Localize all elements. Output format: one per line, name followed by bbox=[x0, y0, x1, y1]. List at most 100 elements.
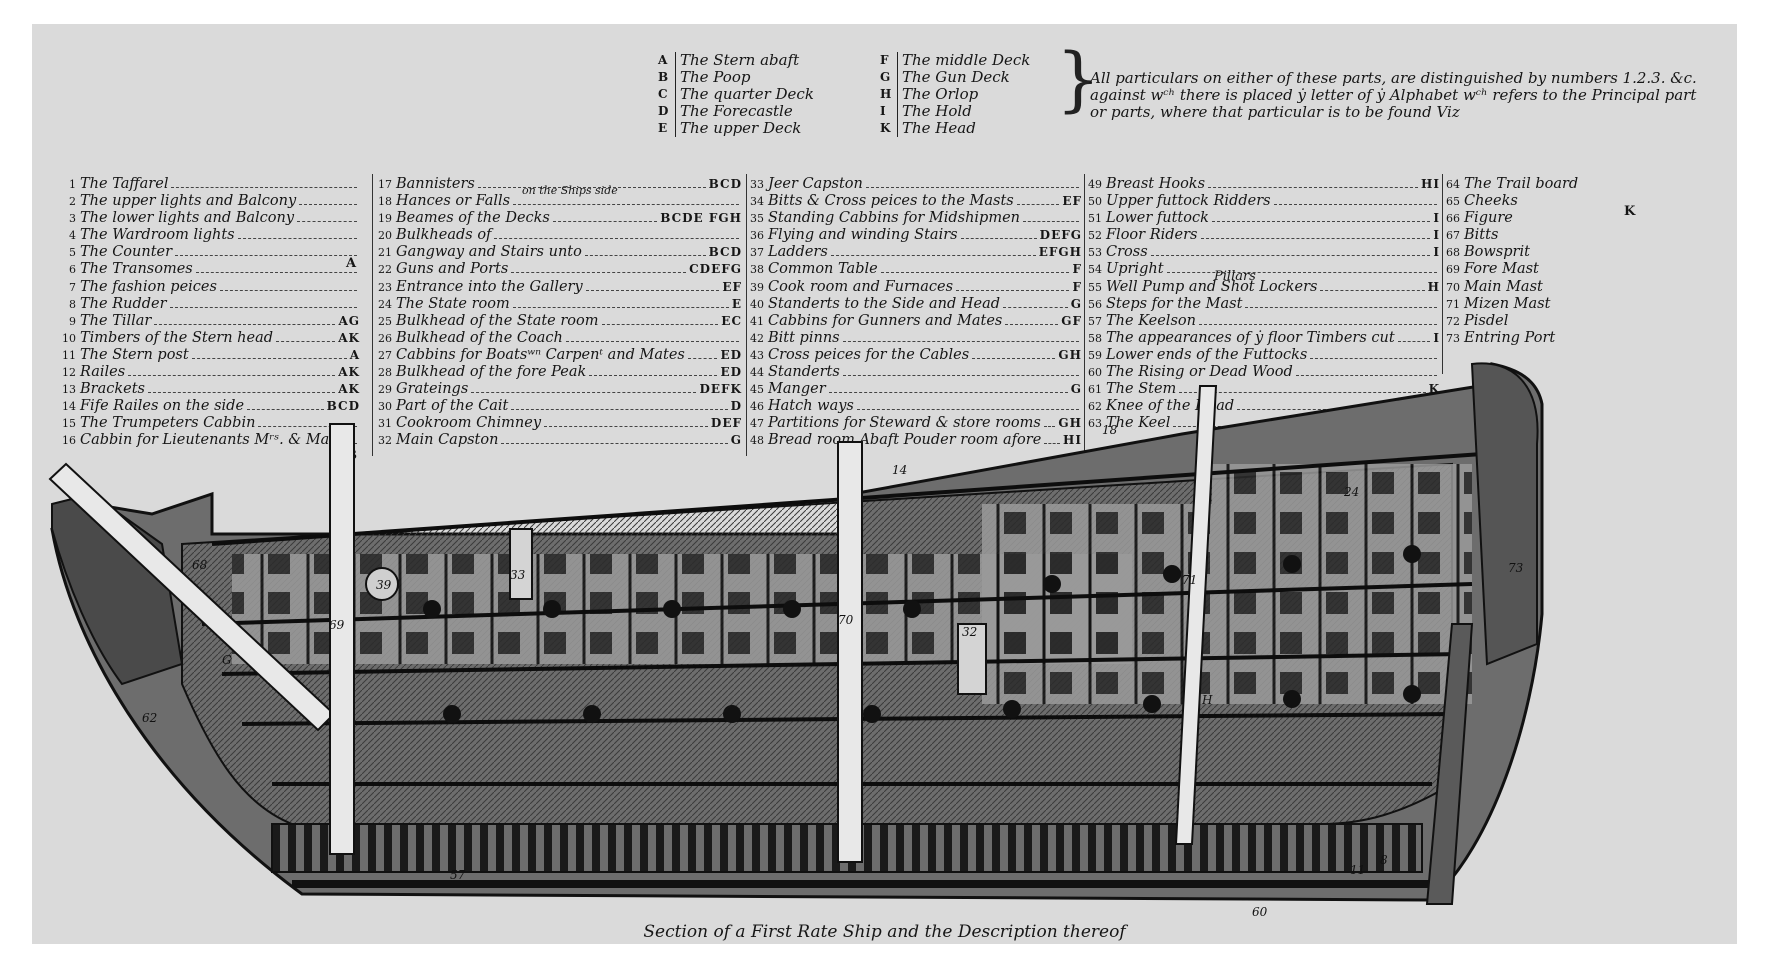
legend-label: Standing Cabbins for Midshipmen bbox=[768, 210, 1020, 227]
legend-leader bbox=[511, 409, 728, 411]
legend-part-code: GH bbox=[1058, 347, 1082, 362]
legend-leader bbox=[1043, 426, 1056, 428]
legend-leader bbox=[1016, 204, 1060, 206]
key-explanation: All particulars on either of these parts… bbox=[1090, 69, 1697, 121]
part-letter: B bbox=[658, 69, 676, 86]
legend-number: 23 bbox=[378, 280, 392, 294]
legend-leader bbox=[195, 272, 357, 274]
label-stem: 62 bbox=[142, 711, 157, 725]
legend-label: Lower futtock bbox=[1106, 210, 1209, 227]
part-label: The Forecastle bbox=[680, 102, 793, 120]
legend-label: Main Mast bbox=[1464, 278, 1543, 295]
jeer-capstan bbox=[509, 528, 533, 600]
legend-label: Pisdel bbox=[1464, 312, 1509, 329]
legend-label: The Counter bbox=[80, 244, 173, 261]
legend-leader bbox=[1245, 306, 1437, 308]
legend-label: The upper lights and Balcony bbox=[80, 193, 297, 210]
legend-leader bbox=[1295, 375, 1437, 377]
label-cook-room: 39 bbox=[376, 578, 392, 592]
label-entring-port: 73 bbox=[1508, 561, 1524, 575]
label-state-room: 24 bbox=[1343, 485, 1359, 499]
legend-leader bbox=[552, 221, 658, 223]
legend-entry: 12 Railes AK bbox=[60, 364, 360, 381]
legend-divider bbox=[746, 174, 747, 456]
part-label: The upper Deck bbox=[680, 119, 802, 137]
legend-label: The Keel bbox=[1106, 415, 1171, 432]
label-fore-mast: 69 bbox=[329, 618, 345, 632]
legend-label: The Wardroom lights bbox=[80, 227, 235, 244]
legend-leader bbox=[154, 323, 336, 325]
part-letter: G bbox=[880, 69, 898, 86]
legend-label: Railes bbox=[80, 364, 126, 381]
legend-label: The appearances of ẏ floor Timbers cut bbox=[1106, 329, 1395, 346]
legend-leader bbox=[1044, 443, 1061, 445]
legend-number: 70 bbox=[1446, 280, 1460, 294]
legend-leader bbox=[1198, 323, 1437, 325]
main-mast bbox=[837, 441, 863, 863]
legend-label: The Trail board bbox=[1464, 176, 1579, 192]
legend-label: Cabbins for Gunners and Mates bbox=[768, 312, 1003, 329]
legend-label: Well Pump and Shot Lockers bbox=[1106, 278, 1318, 295]
legend-number: 3 bbox=[69, 212, 76, 226]
legend-number: 26 bbox=[378, 331, 392, 345]
legend-leader bbox=[584, 255, 706, 257]
legend-number: 41 bbox=[750, 314, 764, 328]
legend-number: 65 bbox=[1446, 195, 1460, 209]
legend-number: 40 bbox=[750, 297, 764, 311]
part-label: The Gun Deck bbox=[902, 68, 1010, 86]
legend-part-code: G bbox=[730, 433, 742, 448]
legend-number: 67 bbox=[1446, 229, 1460, 243]
legend-leader bbox=[589, 375, 718, 377]
legend-label: Upper futtock Ridders bbox=[1106, 193, 1271, 210]
legend-number: 12 bbox=[62, 366, 76, 380]
legend-part-code: AK bbox=[338, 365, 360, 380]
legend-label: Jeer Capston bbox=[768, 176, 863, 192]
legend-leader bbox=[494, 238, 739, 240]
legend-number: 56 bbox=[1088, 297, 1102, 311]
legend-label: The Stern post bbox=[80, 346, 189, 363]
legend-part-code: EC bbox=[721, 313, 742, 328]
legend-number: 25 bbox=[378, 314, 392, 328]
part-letter: I bbox=[880, 103, 898, 120]
legend-number: 38 bbox=[750, 263, 764, 277]
legend-leader bbox=[513, 204, 739, 206]
legend-part-code: HI bbox=[1063, 433, 1082, 448]
legend-entry: 4 The Wardroom lights bbox=[60, 227, 360, 244]
legend-label: Guns and Ports bbox=[396, 261, 509, 278]
cook-room bbox=[365, 567, 399, 601]
legend-part-code: DEFG bbox=[1039, 228, 1082, 243]
legend-number: 18 bbox=[378, 195, 392, 209]
legend-label: Figure bbox=[1464, 210, 1513, 227]
legend-leader bbox=[276, 340, 336, 342]
legend-number: 7 bbox=[69, 280, 76, 294]
legend-number: 4 bbox=[69, 229, 76, 243]
legend-number: 29 bbox=[378, 383, 392, 397]
legend-label: Part of the Cait bbox=[396, 398, 509, 415]
legend-leader bbox=[511, 272, 687, 274]
legend-part-code: K bbox=[1428, 382, 1440, 397]
legend-leader bbox=[258, 426, 357, 428]
